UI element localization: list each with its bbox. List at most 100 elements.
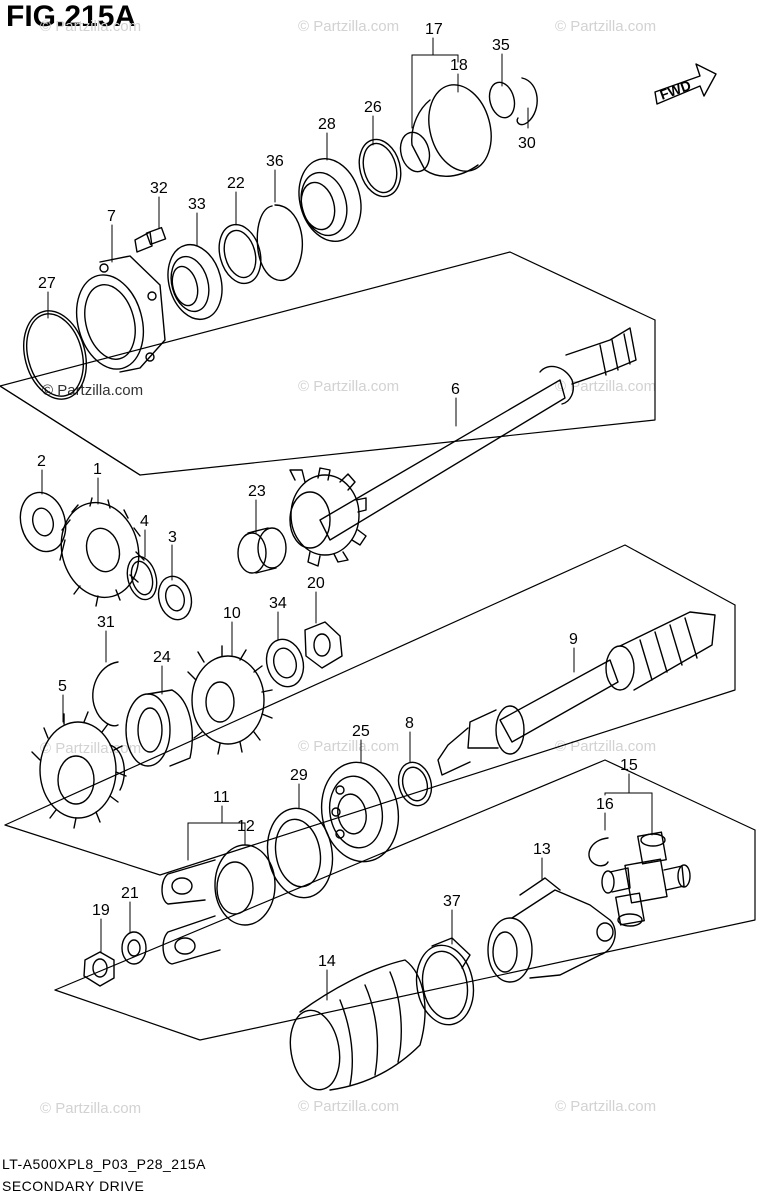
part-number: 27: [38, 275, 56, 292]
shaft-part-9: [437, 611, 716, 776]
nut-part-20: [304, 621, 343, 669]
group-frame-middle: [4, 544, 736, 876]
part-number-labels: 17 18 35 30 26 28 36 22 33 32 7 27 6 2 1…: [37, 21, 638, 970]
part-number: 35: [492, 37, 510, 54]
shim-part-4-inner: [130, 560, 154, 596]
part-number: 33: [188, 196, 206, 213]
figure-title: FIG.215A: [6, 0, 137, 33]
clamp-part-37: [415, 937, 475, 1026]
fwd-arrow-icon: FWD: [654, 63, 717, 105]
shim-part-22: [218, 223, 262, 285]
gear-part-10: [187, 645, 273, 755]
needle-bearing-part-23: [237, 527, 287, 574]
part-number: 3: [168, 529, 177, 546]
housing-part-7: [75, 255, 166, 373]
collar-part-18: [399, 84, 492, 177]
part-number: 11: [213, 789, 230, 806]
part-number: 37: [443, 893, 461, 910]
watermark: © Partzilla.com: [298, 18, 400, 35]
o-ring-part-27: [23, 310, 87, 400]
part-number: 8: [405, 715, 414, 732]
part-number: 16: [596, 796, 614, 813]
ring-part-26: [358, 138, 402, 198]
part-number: 32: [150, 180, 168, 197]
group-frame-upper: [0, 251, 656, 476]
part-number: 2: [37, 453, 46, 470]
leader-lines: [41, 37, 653, 1001]
watermark: © Partzilla.com: [40, 18, 142, 35]
bearing-part-28: [298, 157, 362, 243]
gear-part-6: [289, 467, 367, 567]
part-number: 13: [533, 841, 551, 858]
part-number: 12: [237, 818, 255, 835]
bearing-part-29: [266, 807, 334, 899]
ring-part-35: [488, 81, 516, 119]
part-number: 20: [307, 575, 325, 592]
figure-code: LT-A500XPL8_P03_P28_215A: [2, 1156, 207, 1172]
yoke-part-13: [487, 877, 616, 983]
part-number: 6: [451, 381, 460, 398]
part-number: 19: [92, 902, 110, 919]
bevel-gear-part-1: [59, 497, 145, 607]
ring-part-8: [397, 761, 433, 807]
watermark: © Partzilla.com: [298, 378, 400, 395]
circlip-part-16: [588, 837, 609, 867]
watermark: © Partzilla.com: [555, 378, 657, 395]
ring-part-8-inner: [401, 766, 429, 802]
part-number: 26: [364, 99, 382, 116]
circlip-part-36: [256, 204, 304, 282]
part-number: 4: [140, 513, 149, 530]
part-number: 34: [269, 595, 287, 612]
part-number: 15: [620, 757, 638, 774]
watermark: © Partzilla.com: [555, 18, 657, 35]
fwd-label: FWD: [658, 77, 693, 103]
part-number: 29: [290, 767, 308, 784]
watermark: © Partzilla.com: [298, 1098, 400, 1115]
washer-part-21: [121, 931, 147, 965]
part-number: 1: [93, 461, 102, 478]
circlip-part-31: [92, 661, 119, 727]
part-number: 30: [518, 135, 536, 152]
shaft-part-6: [319, 327, 637, 541]
bevel-gear-part-5: [31, 711, 127, 829]
o-ring-part-27-inner: [26, 313, 84, 397]
part-number: 18: [450, 57, 468, 74]
part-number: 28: [318, 116, 336, 133]
figure-name: SECONDARY DRIVE: [2, 1178, 145, 1194]
ring-part-26-inner: [362, 142, 398, 194]
watermark: © Partzilla.com: [40, 740, 142, 757]
part-number: 22: [227, 175, 245, 192]
part-number: 5: [58, 678, 67, 695]
shim-part-4: [126, 555, 158, 601]
part-number: 10: [223, 605, 241, 622]
nut-part-19: [83, 951, 115, 987]
washer-part-34: [265, 638, 305, 688]
washer-part-21-inner: [127, 939, 141, 957]
bearing-part-3: [157, 575, 193, 621]
part-number: 9: [569, 631, 578, 648]
part-number: 17: [425, 21, 443, 38]
part-number: 23: [248, 483, 266, 500]
watermark: © Partzilla.com: [555, 738, 657, 755]
circlip-part-30: [516, 77, 538, 126]
watermark: © Partzilla.com: [555, 1098, 657, 1115]
bearing-part-25: [320, 761, 400, 863]
washer-part-34-inner: [272, 647, 298, 679]
washer-part-2: [19, 491, 67, 553]
part-number: 31: [97, 614, 115, 631]
part-number: 36: [266, 153, 284, 170]
part-number: 25: [352, 723, 370, 740]
part-number: 21: [121, 885, 139, 902]
part-number: 14: [318, 953, 336, 970]
bolt-part-32: [134, 226, 167, 253]
cross-joint-part-15: [601, 831, 691, 927]
boot-part-14: [289, 959, 426, 1091]
watermark: © Partzilla.com: [298, 738, 400, 755]
shim-part-22-inner: [223, 229, 257, 279]
bearing-part-24: [125, 689, 193, 767]
part-number: 7: [107, 208, 116, 225]
watermark: © Partzilla.com: [40, 1100, 142, 1117]
part-number: 24: [153, 649, 171, 666]
bearing-part-33: [167, 243, 223, 321]
